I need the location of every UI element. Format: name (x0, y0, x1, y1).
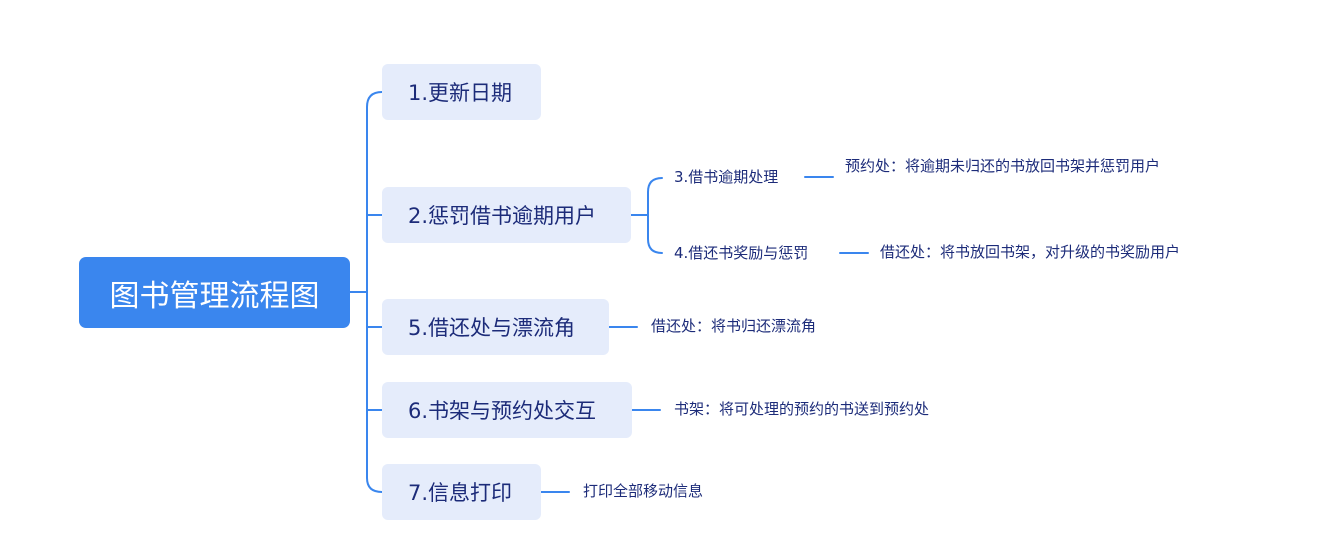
sub-node-4[interactable]: 4.借还书奖励与惩罚 (674, 244, 809, 262)
note-branch-6[interactable]: 书架：将可处理的预约的书送到预约处 (674, 400, 930, 418)
connector-branch2-fork (647, 177, 663, 254)
note-branch-5[interactable]: 借还处：将书归还漂流角 (651, 317, 817, 335)
branch-node-6[interactable]: 6.书架与预约处交互 (382, 382, 632, 438)
note-sub-3[interactable]: 预约处：将逾期未归还的书放回书架并惩罚用户 (845, 157, 1161, 175)
root-node[interactable]: 图书管理流程图 (79, 257, 350, 328)
note-sub-4[interactable]: 借还处：将书放回书架，对升级的书奖励用户 (880, 243, 1181, 261)
branch-node-2[interactable]: 2.惩罚借书逾期用户 (382, 187, 631, 243)
note-branch-7[interactable]: 打印全部移动信息 (583, 482, 704, 500)
connector-trunk-top (366, 91, 383, 493)
branch-node-5[interactable]: 5.借还处与漂流角 (382, 299, 609, 355)
branch-node-7[interactable]: 7.信息打印 (382, 464, 541, 520)
branch-node-1[interactable]: 1.更新日期 (382, 64, 541, 120)
sub-node-3[interactable]: 3.借书逾期处理 (674, 168, 779, 186)
